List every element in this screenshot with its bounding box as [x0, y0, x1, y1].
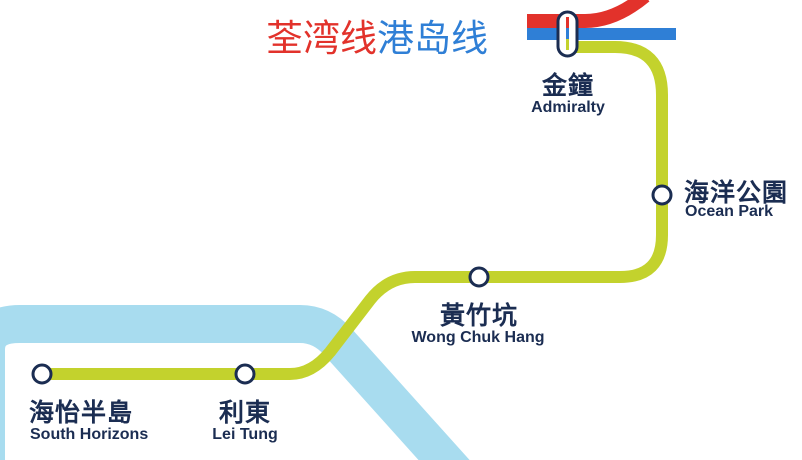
station-ocean-park-marker[interactable] [651, 184, 673, 206]
south-island-line [42, 41, 668, 380]
water-channel [0, 305, 470, 460]
station-admiralty-en: Admiralty [531, 99, 605, 116]
station-lei-tung-zh: 利東 [218, 398, 272, 427]
tsuen-wan-line [527, 0, 650, 28]
station-south-horizons-zh: 海怡半島 [29, 398, 134, 427]
station-wong-chuk-hang-marker[interactable] [468, 266, 490, 288]
station-south-horizons-en: South Horizons [30, 426, 149, 443]
station-admiralty-marker[interactable] [556, 10, 579, 58]
station-lei-tung-marker[interactable] [234, 363, 256, 385]
station-ocean-park-en: Ocean Park [685, 203, 774, 220]
station-ocean-park-zh: 海洋公園 [684, 178, 789, 207]
island-line-label: 港岛线 [377, 17, 488, 60]
station-lei-tung-en: Lei Tung [212, 426, 278, 443]
line-legend: 荃湾线港岛线 [266, 8, 488, 62]
station-wong-chuk-hang-en: Wong Chuk Hang [411, 329, 545, 346]
station-wong-chuk-hang-zh: 黃竹坑 [439, 301, 519, 330]
tsuen-wan-line-label: 荃湾线 [266, 17, 377, 60]
station-admiralty-zh: 金鐘 [541, 71, 595, 100]
station-south-horizons-marker[interactable] [31, 363, 53, 385]
